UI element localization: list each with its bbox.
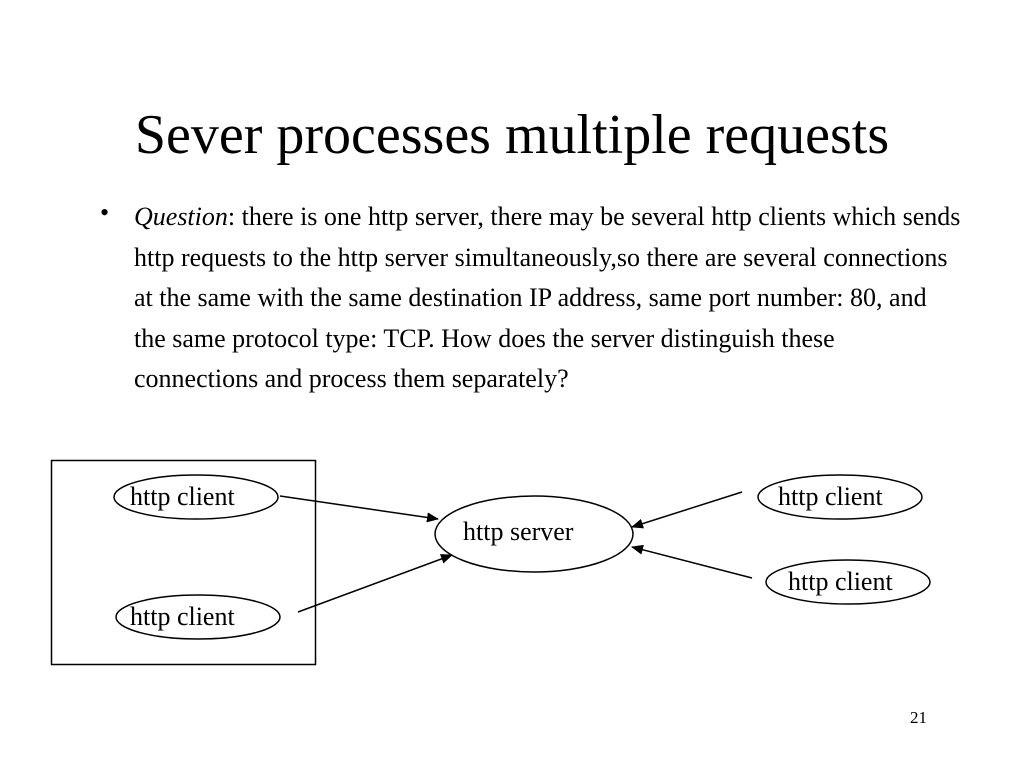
question-text: : there is one http server, there may be… xyxy=(134,202,961,393)
client-bottom-left-label: http client xyxy=(130,602,235,631)
question-paragraph: Question: there is one http server, ther… xyxy=(134,197,964,400)
slide-title: Sever processes multiple requests xyxy=(134,104,890,166)
client-group-box xyxy=(50,459,317,666)
client-bottom-right-node xyxy=(765,559,931,605)
client-top-left-node xyxy=(113,474,279,520)
arrow-bottom-right-to-server xyxy=(631,544,753,579)
client-top-left-label: http client xyxy=(130,482,235,511)
arrow-top-right-to-server xyxy=(631,491,743,529)
arrow-top-left-to-server xyxy=(279,495,439,523)
client-bottom-left-node xyxy=(115,594,281,640)
client-top-right-node xyxy=(757,474,923,520)
server-label: http server xyxy=(463,517,574,546)
client-top-right-label: http client xyxy=(778,482,883,511)
client-bottom-right-label: http client xyxy=(788,567,893,596)
arrow-bottom-left-to-server xyxy=(297,554,453,613)
page-number: 21 xyxy=(910,708,927,727)
server-node xyxy=(434,495,634,573)
bullet-marker: • xyxy=(100,198,110,227)
question-label: Question xyxy=(134,202,228,231)
